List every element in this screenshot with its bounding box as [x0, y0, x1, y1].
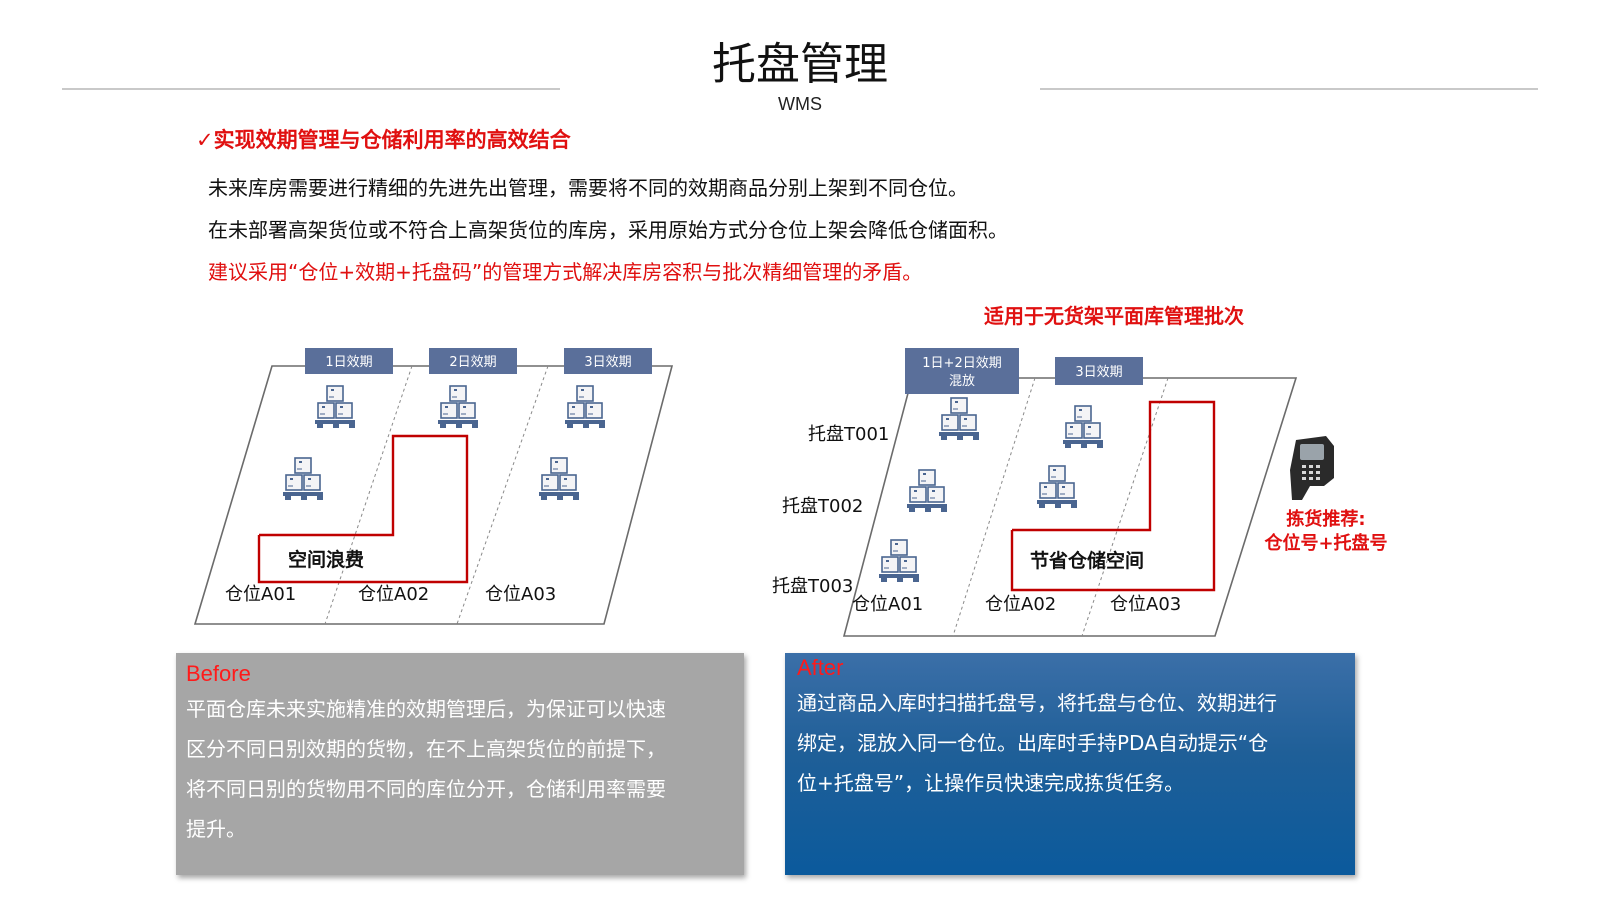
title-divider-left: [62, 88, 560, 90]
pallet-label-t003: 托盘T003: [772, 576, 853, 597]
after-location-a03: 仓位A03: [1110, 594, 1181, 615]
before-tag-3: [564, 348, 652, 374]
intro-heading: ✓实现效期管理与仓储利用率的高效结合: [196, 128, 571, 152]
after-tag: After: [797, 655, 844, 680]
intro-line-3: 建议采用“仓位+效期+托盘码”的管理方式解决库房容积与批次精细管理的矛盾。: [208, 260, 923, 284]
before-text: 平面仓库未来实施精准的效期管理后，为保证可以快速 区分不同日别效期的货物，在不上…: [186, 689, 738, 849]
before-tag-2-label: 2日效期: [449, 355, 496, 370]
after-location-a02: 仓位A02: [985, 594, 1056, 615]
before-card: Before 平面仓库未来实施精准的效期管理后，为保证可以快速 区分不同日别效期…: [176, 653, 744, 875]
before-floor: [193, 365, 674, 625]
after-save-outline: [1010, 400, 1216, 592]
before-location-a03: 仓位A03: [485, 584, 556, 605]
after-tag-1: [905, 348, 1019, 394]
before-line-4: 提升。: [186, 817, 246, 841]
before-tag-3-label: 3日效期: [584, 355, 631, 370]
after-line-2: 绑定，混放入同一仓位。出库时手持PDA自动提示“仓: [797, 731, 1269, 755]
pick-value: 仓位号+托盘号: [1264, 533, 1388, 554]
before-location-a01: 仓位A01: [225, 584, 296, 605]
pallet-label-t001: 托盘T001: [808, 424, 889, 445]
after-tag-1-sublabel: 混放: [949, 374, 975, 389]
before-tag-2: [429, 348, 517, 374]
before-tag-1: [305, 348, 393, 374]
after-card: After 通过商品入库时扫描托盘号，将托盘与仓位、效期进行 绑定，混放入同一仓…: [785, 653, 1355, 875]
after-line-3: 位+托盘号”，让操作员快速完成拣货任务。: [797, 771, 1185, 795]
save-label: 节省仓储空间: [1030, 549, 1144, 572]
pick-title: 拣货推荐:: [1286, 509, 1366, 530]
right-caption: 适用于无货架平面库管理批次: [984, 304, 1244, 328]
before-location-a02: 仓位A02: [358, 584, 429, 605]
intro-line-2: 在未部署高架货位或不符合上高架货位的库房，采用原始方式分仓位上架会降低仓储面积。: [208, 218, 1008, 242]
before-line-1: 平面仓库未来实施精准的效期管理后，为保证可以快速: [186, 697, 666, 721]
before-line-3: 将不同日别的货物用不同的库位分开，仓储利用率需要: [186, 777, 666, 801]
before-line-2: 区分不同日别效期的货物，在不上高架货位的前提下，: [186, 737, 666, 761]
pick-recommendation: 拣货推荐: 仓位号+托盘号: [1256, 508, 1396, 556]
pallet-label-t002: 托盘T002: [782, 496, 863, 517]
before-diagram: 1日效期 2日效期 3日效期 空间浪费 仓位A01 仓位A02 仓位A03: [193, 348, 674, 625]
after-tag-2-label: 3日效期: [1075, 365, 1122, 380]
before-tag: Before: [186, 661, 251, 686]
after-text: 通过商品入库时扫描托盘号，将托盘与仓位、效期进行 绑定，混放入同一仓位。出库时手…: [797, 683, 1349, 803]
pda-scanner-icon: [1290, 436, 1334, 500]
after-tag-1-label: 1日+2日效期: [922, 356, 1001, 371]
intro-line-1: 未来库房需要进行精细的先进先出管理，需要将不同的效期商品分别上架到不同仓位。: [208, 176, 968, 200]
title-divider-right: [1040, 88, 1538, 90]
before-waste-outline: [257, 434, 469, 584]
before-tag-1-label: 1日效期: [325, 355, 372, 370]
after-tag-2: [1055, 357, 1143, 385]
after-diagram: 1日+2日效期 混放 3日效期 节省仓储空间 托盘T001 托盘T002 托盘T…: [772, 348, 1334, 637]
after-location-a01: 仓位A01: [852, 594, 923, 615]
after-line-1: 通过商品入库时扫描托盘号，将托盘与仓位、效期进行: [797, 691, 1277, 715]
waste-label: 空间浪费: [288, 548, 364, 571]
page-title: 托盘管理: [712, 39, 888, 90]
page-subtitle: WMS: [778, 94, 822, 114]
